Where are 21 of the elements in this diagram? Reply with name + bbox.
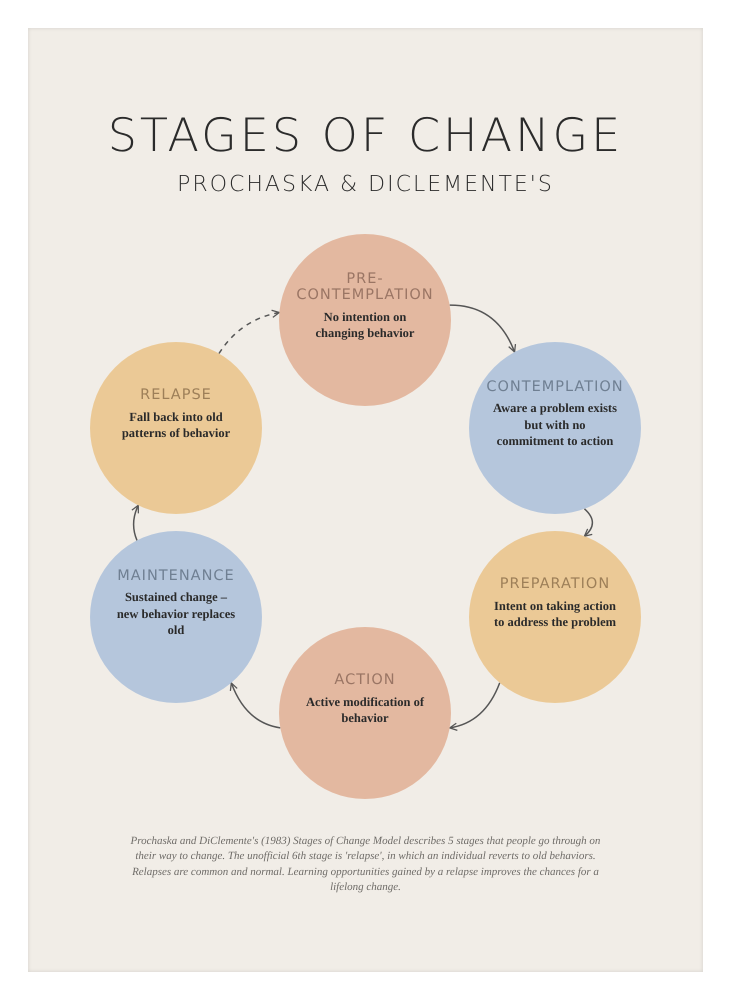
- arrow: [450, 304, 516, 353]
- arrow: [131, 504, 140, 541]
- caption: Prochaska and DiClemente's (1983) Stages of Change Model describes 5 stages that people go through on their way to change. The unofficial 6th stage is 'relapse', in which an individual reverts to old behaviors. Relapses are common and normal. Learning opportunities gained by a relapse improves the chances for a lifelong change.: [130, 834, 602, 896]
- stage-name: RELAPSE: [140, 386, 212, 404]
- subtitle: PROCHASKA & DICLEMENTE'S: [176, 172, 555, 197]
- stage-description: Intent on taking action to address the problem: [493, 598, 617, 630]
- stage-name: MAINTENANCE: [117, 568, 235, 584]
- arrow: [230, 682, 280, 729]
- stage-description: Sustained change – new behavior replaces old: [116, 589, 236, 638]
- stage-description: Active modification of behavior: [304, 694, 426, 726]
- stage-description: Fall back into old patterns of behavior: [120, 408, 232, 442]
- stage-name: ACTION: [334, 672, 396, 689]
- arrow: [449, 682, 500, 731]
- stage-description: Aware a problem exists but with no commitment to action: [493, 400, 617, 450]
- stage-name: PRE-CONTEMPLATION: [295, 270, 435, 304]
- dashed-arrow: [218, 310, 280, 354]
- arrow: [584, 508, 594, 537]
- title: STAGES OF CHANGE: [106, 108, 624, 162]
- stage-description: No intention on changing behavior: [314, 308, 416, 342]
- stage-name: PREPARATION: [500, 576, 610, 593]
- stage-name: CONTEMPLATION: [486, 378, 624, 396]
